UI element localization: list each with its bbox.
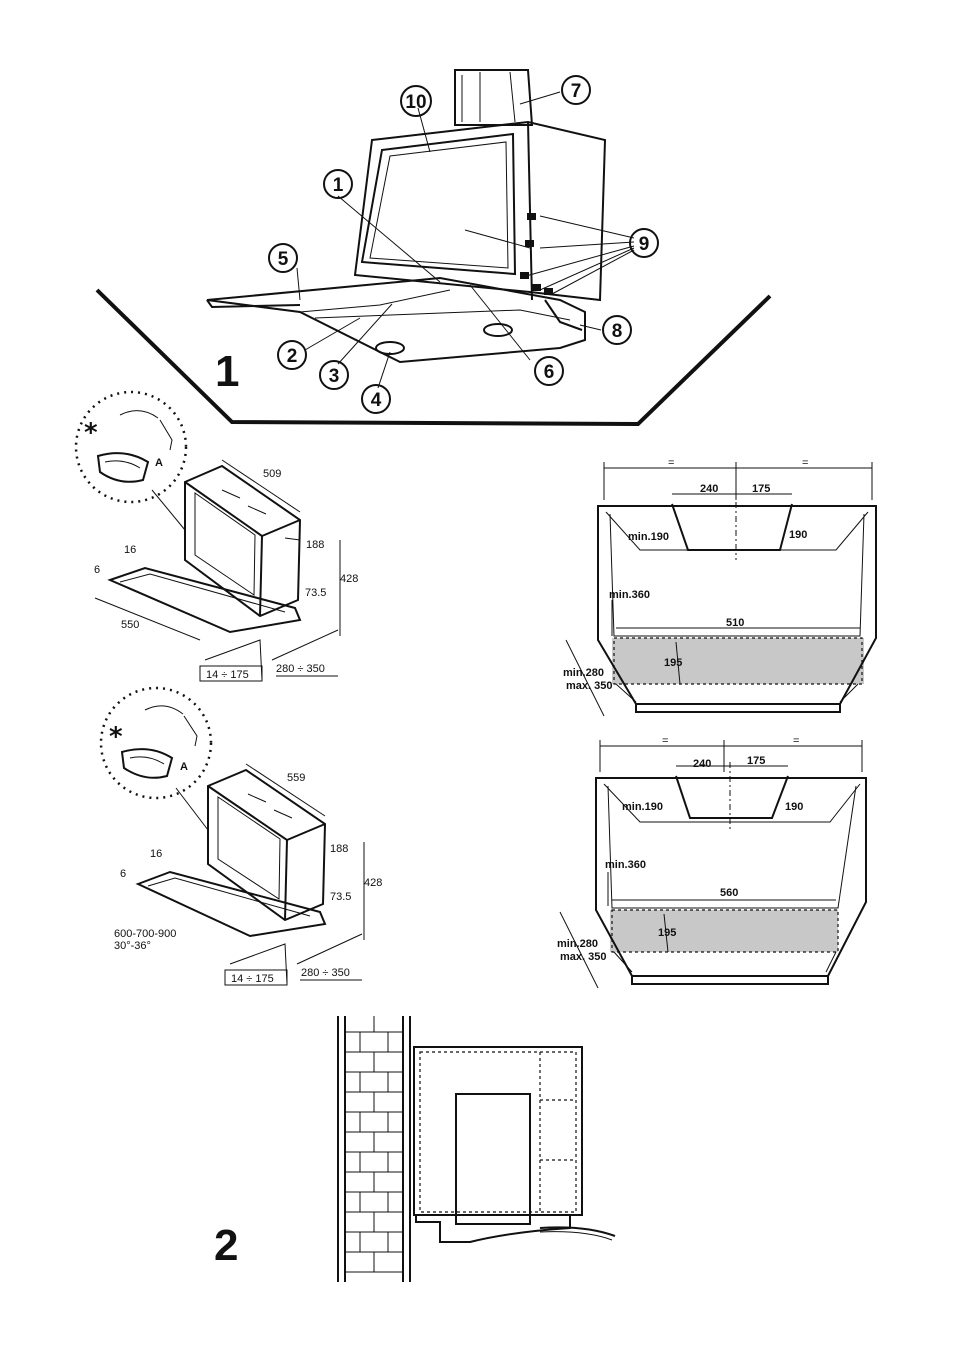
chimney-notch-a bbox=[671, 503, 793, 551]
brick-courses bbox=[345, 1016, 403, 1273]
callout-10: 10 bbox=[405, 92, 426, 113]
dim-190-b: 190 bbox=[785, 801, 803, 813]
side-view-b: * A 559 188 428 73.5 16 6 600-700-900 30… bbox=[99, 686, 382, 986]
canopy-side-a bbox=[107, 566, 302, 634]
dim-width-b: 560 bbox=[720, 887, 738, 899]
dim-min190-a: min.190 bbox=[628, 531, 669, 543]
kitchen-outline bbox=[95, 288, 772, 427]
bracket-detail bbox=[96, 452, 150, 483]
dim-max350-a: max. 350 bbox=[566, 680, 612, 692]
dim-offset-a: 73.5 bbox=[305, 587, 326, 599]
callout-6: 6 bbox=[544, 362, 555, 383]
cabinet-side-a bbox=[184, 464, 302, 618]
dim-depth-a: 188 bbox=[306, 539, 324, 551]
detail-circle-a bbox=[74, 390, 188, 504]
dim-topgap-b: 16 bbox=[150, 848, 162, 860]
dim-175-a: 175 bbox=[752, 483, 770, 495]
glass-panel bbox=[360, 132, 517, 276]
callout-1: 1 bbox=[333, 175, 344, 196]
bracket-detail bbox=[120, 748, 174, 779]
shaded-zone-a bbox=[612, 638, 864, 684]
figure-2-wall: 2 bbox=[214, 1016, 616, 1282]
dim-width-b: 559 bbox=[287, 772, 305, 784]
dim-depth-b: 188 bbox=[330, 843, 348, 855]
detail-circle-b bbox=[99, 686, 213, 800]
dim-height-a: 428 bbox=[340, 573, 358, 585]
dim-min280-a: min.280 bbox=[563, 667, 604, 679]
dim-bottomgap-a: 6 bbox=[94, 564, 100, 576]
star-mark: * bbox=[84, 418, 98, 448]
dim-240-b: 240 bbox=[693, 758, 711, 770]
dim-length-a: 550 bbox=[121, 619, 139, 631]
dim-195-a: 195 bbox=[664, 657, 682, 669]
dim-min360-b: min.360 bbox=[605, 859, 646, 871]
dim-175-b: 175 bbox=[747, 755, 765, 767]
hood-inner-cabinet bbox=[455, 1093, 531, 1225]
callout-5: 5 bbox=[278, 249, 289, 270]
shaded-zone-b bbox=[610, 910, 838, 952]
dim-width-a: 510 bbox=[726, 617, 744, 629]
dim-bottomgap-b: 6 bbox=[120, 868, 126, 880]
dim-min190-b: min.190 bbox=[622, 801, 663, 813]
callouts: 1 2 3 4 5 6 7 8 9 10 bbox=[268, 75, 659, 414]
side-view-a: * A 509 188 428 73.5 16 6 550 14 ÷ 175 2… bbox=[74, 390, 358, 682]
dim-range1-a: 14 ÷ 175 bbox=[206, 669, 249, 681]
figure-1-hood: 1 2 3 4 5 6 7 8 9 10 1 bbox=[95, 69, 772, 427]
dim-range2-a: 280 ÷ 350 bbox=[276, 663, 325, 675]
plan-view-a: = = 240 175 min.190 190 min.360 510 195 … bbox=[563, 457, 877, 717]
plan-view-b: = = 240 175 min.190 190 min.360 560 195 … bbox=[557, 735, 867, 989]
callout-2: 2 bbox=[287, 346, 298, 367]
dim-range1-b: 14 ÷ 175 bbox=[231, 973, 274, 985]
cabinet-side-b bbox=[207, 768, 327, 922]
dim-length-b: 600-700-900 bbox=[114, 928, 176, 940]
callout-9: 9 bbox=[639, 234, 650, 255]
dim-min360-a: min.360 bbox=[609, 589, 650, 601]
dim-equal-left-a: = bbox=[668, 457, 674, 469]
canopy bbox=[206, 276, 586, 364]
chimney-notch-b bbox=[675, 775, 789, 819]
dim-equal-left-b: = bbox=[662, 735, 668, 747]
star-mark: * bbox=[109, 722, 123, 752]
dim-195-b: 195 bbox=[658, 927, 676, 939]
dim-offset-b: 73.5 bbox=[330, 891, 351, 903]
dim-equal-right-b: = bbox=[793, 735, 799, 747]
dim-angle-b: 30°-36° bbox=[114, 940, 151, 952]
detail-label-b: A bbox=[180, 761, 188, 773]
dim-min280-b: min.280 bbox=[557, 938, 598, 950]
wall-cabinet bbox=[413, 1046, 583, 1216]
dim-width-a: 509 bbox=[263, 468, 281, 480]
dim-height-b: 428 bbox=[364, 877, 382, 889]
chimney bbox=[454, 69, 534, 126]
dim-max350-b: max. 350 bbox=[560, 951, 606, 963]
canopy-side-b bbox=[135, 870, 327, 938]
control-buttons bbox=[520, 213, 553, 295]
figure-1-number: 1 bbox=[215, 347, 239, 396]
brick-wall bbox=[337, 1016, 411, 1282]
figure-2-number: 2 bbox=[214, 1221, 238, 1270]
dim-240-a: 240 bbox=[700, 483, 718, 495]
dim-equal-right-a: = bbox=[802, 457, 808, 469]
callout-3: 3 bbox=[329, 366, 340, 387]
dim-range2-b: 280 ÷ 350 bbox=[301, 967, 350, 979]
dim-190-a: 190 bbox=[789, 529, 807, 541]
detail-label-a: A bbox=[155, 457, 163, 469]
callout-7: 7 bbox=[571, 81, 582, 102]
callout-8: 8 bbox=[612, 321, 623, 342]
dim-topgap-a: 16 bbox=[124, 544, 136, 556]
callout-4: 4 bbox=[371, 390, 382, 411]
